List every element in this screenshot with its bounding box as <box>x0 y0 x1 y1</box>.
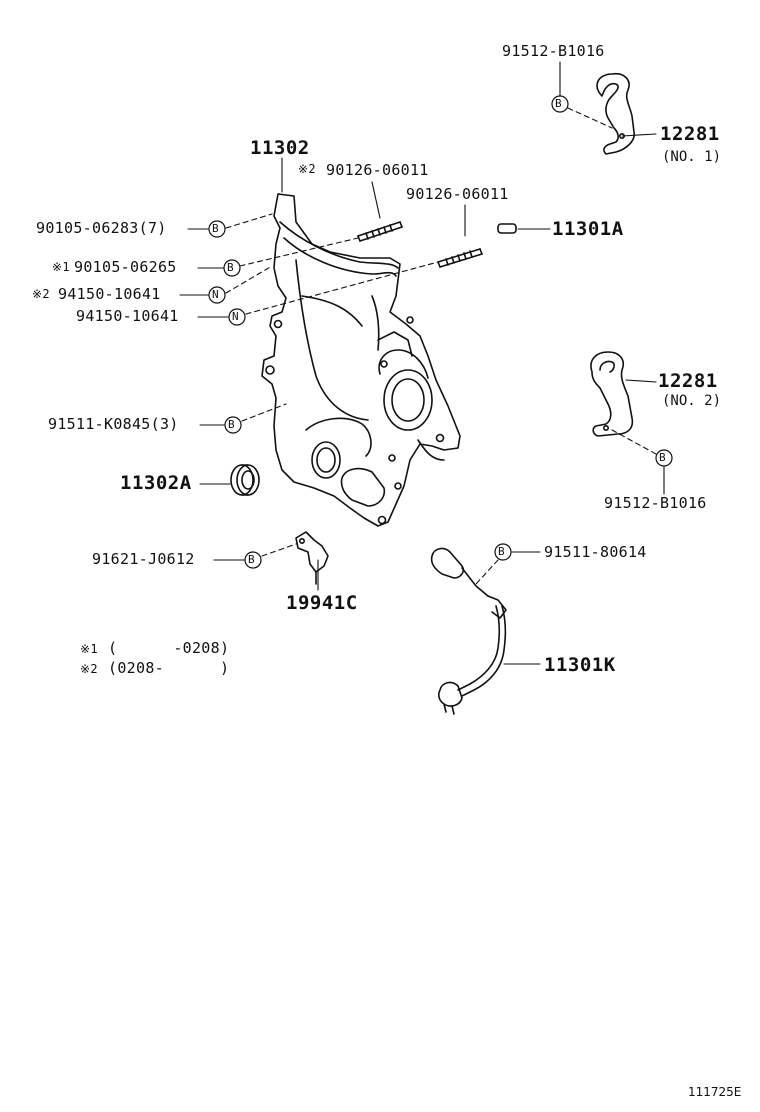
marker-b-91512-top: B <box>555 97 562 110</box>
part-94150-10641-a[interactable]: 94150-10641 <box>58 285 161 303</box>
part-91511-K0845[interactable]: 91511-K0845(3) <box>48 415 179 433</box>
marker-b-91511-K0845: B <box>228 418 235 431</box>
part-12281-no2-sub: (NO. 2) <box>662 393 722 409</box>
note-mark-1: ※1 <box>52 260 70 274</box>
marker-n-94150-a: N <box>212 288 219 301</box>
clamp-19941C <box>295 531 329 585</box>
part-94150-10641-b[interactable]: 94150-10641 <box>76 307 179 325</box>
part-19941C[interactable]: 19941C <box>286 592 358 614</box>
part-11301K[interactable]: 11301K <box>544 654 616 676</box>
footnote-mark-1: ※1 <box>80 642 98 656</box>
part-90126-06011-b[interactable]: 90126-06011 <box>406 185 509 203</box>
part-90105-06283[interactable]: 90105-06283(7) <box>36 219 167 237</box>
part-90126-06011-a[interactable]: 90126-06011 <box>326 161 429 179</box>
note-mark-2-a: ※2 <box>298 162 316 176</box>
oil-seal-11302A <box>230 464 260 496</box>
note-mark-2-b: ※2 <box>32 287 50 301</box>
sensor-11301K <box>430 547 507 715</box>
part-91512-B1016-bottom[interactable]: 91512-B1016 <box>604 494 707 512</box>
bracket-12281-no1 <box>596 72 635 155</box>
diagram-id: 111725E <box>688 1085 742 1099</box>
marker-circles <box>208 95 673 569</box>
timing-chain-cover <box>261 193 461 527</box>
part-11302A[interactable]: 11302A <box>120 472 192 494</box>
footnote-mark-2: ※2 <box>80 662 98 676</box>
part-91621-J0612[interactable]: 91621-J0612 <box>92 550 195 568</box>
part-11301A[interactable]: 11301A <box>552 218 624 240</box>
footnote-2: (0208- ) <box>108 659 230 677</box>
marker-b-91621: B <box>248 553 255 566</box>
marker-b-91512-bottom: B <box>659 451 666 464</box>
part-91511-80614[interactable]: 91511-80614 <box>544 543 647 561</box>
stud-90126-b <box>437 248 483 268</box>
marker-b-90105-06283: B <box>212 222 219 235</box>
marker-n-94150-b: N <box>232 310 239 323</box>
bracket-12281-no2 <box>590 351 634 437</box>
part-11302[interactable]: 11302 <box>250 137 310 159</box>
marker-b-91511-80614: B <box>498 545 505 558</box>
part-12281-no1-sub: (NO. 1) <box>662 149 722 165</box>
part-90105-06265[interactable]: 90105-06265 <box>74 258 177 276</box>
part-12281-no2[interactable]: 12281 <box>658 370 718 392</box>
leader-lines <box>179 61 665 665</box>
part-12281-no1[interactable]: 12281 <box>660 123 720 145</box>
pin-11301A <box>497 223 517 234</box>
part-91512-B1016-top[interactable]: 91512-B1016 <box>502 42 605 60</box>
stud-90126-a <box>357 221 403 242</box>
marker-b-90105-06265: B <box>227 261 234 274</box>
footnote-1: ( -0208) <box>108 639 230 657</box>
